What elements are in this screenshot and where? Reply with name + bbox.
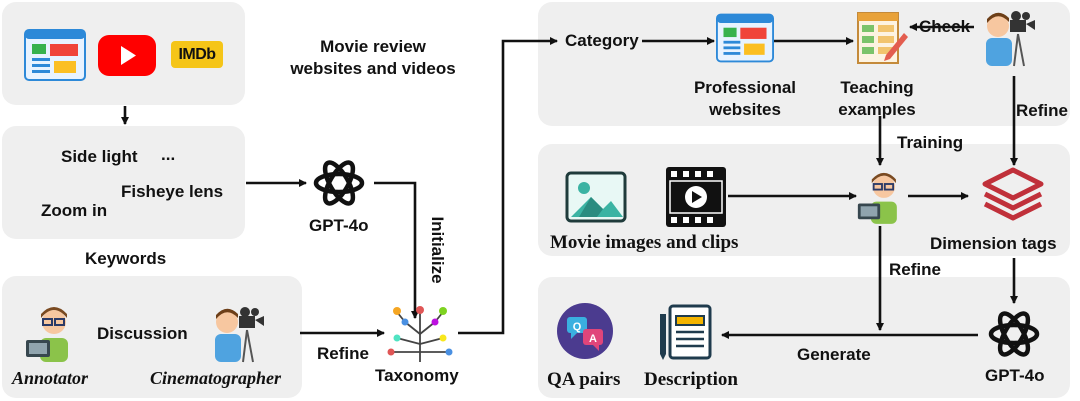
taxonomy-tree-icon xyxy=(387,306,453,362)
annotator-label: Annotator xyxy=(12,368,89,388)
qa-q-text: Q xyxy=(573,321,582,333)
imdb-logo: IMDb xyxy=(171,41,223,68)
refine-top-label: Refine xyxy=(1016,101,1068,120)
annotator-icon xyxy=(26,307,68,362)
keyword-side-light: Side light xyxy=(61,147,138,166)
middle-right-panel xyxy=(538,144,1070,256)
training-label: Training xyxy=(897,133,964,152)
gpt-right-label: GPT-4o xyxy=(985,366,1045,385)
teaching-line1: Teaching xyxy=(840,78,914,97)
taxonomy-label: Taxonomy xyxy=(375,366,459,385)
dimension-layers-icon xyxy=(982,167,1044,221)
youtube-icon xyxy=(98,35,156,76)
teaching-line2: examples xyxy=(838,100,916,119)
generate-label: Generate xyxy=(797,345,871,364)
keywords-label: Keywords xyxy=(85,249,167,268)
gpt-left-label: GPT-4o xyxy=(309,216,369,235)
category-label: Category xyxy=(565,31,639,50)
dimension-tags-label: Dimension tags xyxy=(930,234,1057,253)
cinematographer-label: Cinematographer xyxy=(150,368,282,388)
bottom-right-panel xyxy=(538,277,1070,398)
imdb-text: IMDb xyxy=(178,46,216,63)
movie-image-icon xyxy=(565,171,627,223)
keyword-fisheye: Fisheye lens xyxy=(121,182,224,201)
refine-mid-label: Refine xyxy=(889,260,941,279)
film-strip-icon xyxy=(666,167,726,227)
professional-websites-label: Professional websites xyxy=(690,77,800,121)
sources-title-line1: Movie review xyxy=(320,37,426,56)
initialize-label: Initialize xyxy=(428,216,447,284)
qa-pairs-label: QA pairs xyxy=(547,369,621,390)
website-icon xyxy=(24,29,86,81)
qa-a-text: A xyxy=(589,333,597,345)
description-document-icon xyxy=(660,304,712,360)
keywords-panel xyxy=(2,126,245,239)
gpt-logo-right-icon xyxy=(988,311,1040,357)
keyword-ellipsis: ... xyxy=(161,145,176,164)
professional-line2: websites xyxy=(709,100,781,119)
check-label: Check xyxy=(919,17,971,36)
top-right-panel xyxy=(538,2,1070,126)
discussion-panel xyxy=(2,276,302,398)
keyword-zoom-in: Zoom in xyxy=(41,201,108,220)
gpt-logo-icon xyxy=(313,160,365,206)
refine-left-label: Refine xyxy=(317,344,369,363)
sources-title: Movie review websites and videos xyxy=(283,36,463,80)
movie-images-label: Movie images and clips xyxy=(550,232,739,253)
professional-website-icon xyxy=(716,13,774,63)
description-label: Description xyxy=(644,369,738,390)
qa-pairs-icon: Q A xyxy=(557,303,613,359)
cinematographer-top-icon xyxy=(986,11,1035,67)
teaching-examples-label: Teaching examples xyxy=(822,77,932,121)
teaching-examples-icon xyxy=(857,12,908,64)
annotator-middle-icon xyxy=(857,172,897,224)
discussion-label: Discussion xyxy=(97,324,188,343)
professional-line1: Professional xyxy=(693,78,797,97)
cinematographer-icon xyxy=(215,307,264,363)
sources-title-line2: websites and videos xyxy=(290,59,456,78)
